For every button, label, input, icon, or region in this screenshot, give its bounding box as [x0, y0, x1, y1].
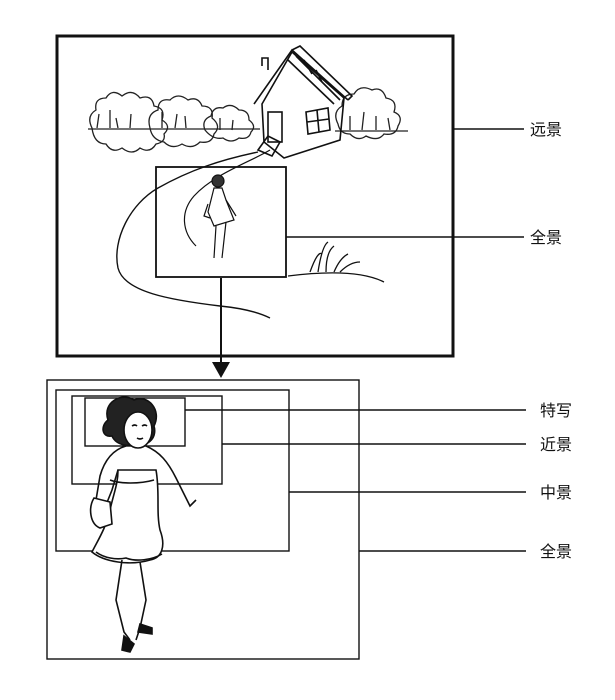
- trees-sketch: [88, 87, 408, 153]
- bottom-panel: [46, 379, 526, 660]
- label-close-shot: 近景: [540, 435, 572, 454]
- label-far-shot: 远景: [530, 120, 562, 139]
- label-full-shot-bottom: 全景: [540, 542, 572, 561]
- grass-tuft-sketch: [287, 241, 385, 283]
- far-shot-frame: [55, 34, 455, 358]
- footpath-edge: [183, 149, 271, 247]
- full-shot-frame-bottom: [46, 379, 360, 660]
- house-sketch: [253, 45, 354, 159]
- label-full-shot-top: 全景: [530, 228, 562, 247]
- footpath-sketch: [116, 151, 271, 319]
- woman-figure-large: [89, 396, 197, 653]
- label-medium-shot: 中景: [540, 483, 572, 502]
- medium-shot-frame: [55, 389, 290, 552]
- top-panel: [55, 34, 524, 358]
- label-close-up: 特写: [540, 401, 572, 420]
- down-arrow-icon: [212, 278, 230, 378]
- woman-figure-small: [203, 174, 237, 259]
- full-shot-frame-top: [155, 166, 287, 278]
